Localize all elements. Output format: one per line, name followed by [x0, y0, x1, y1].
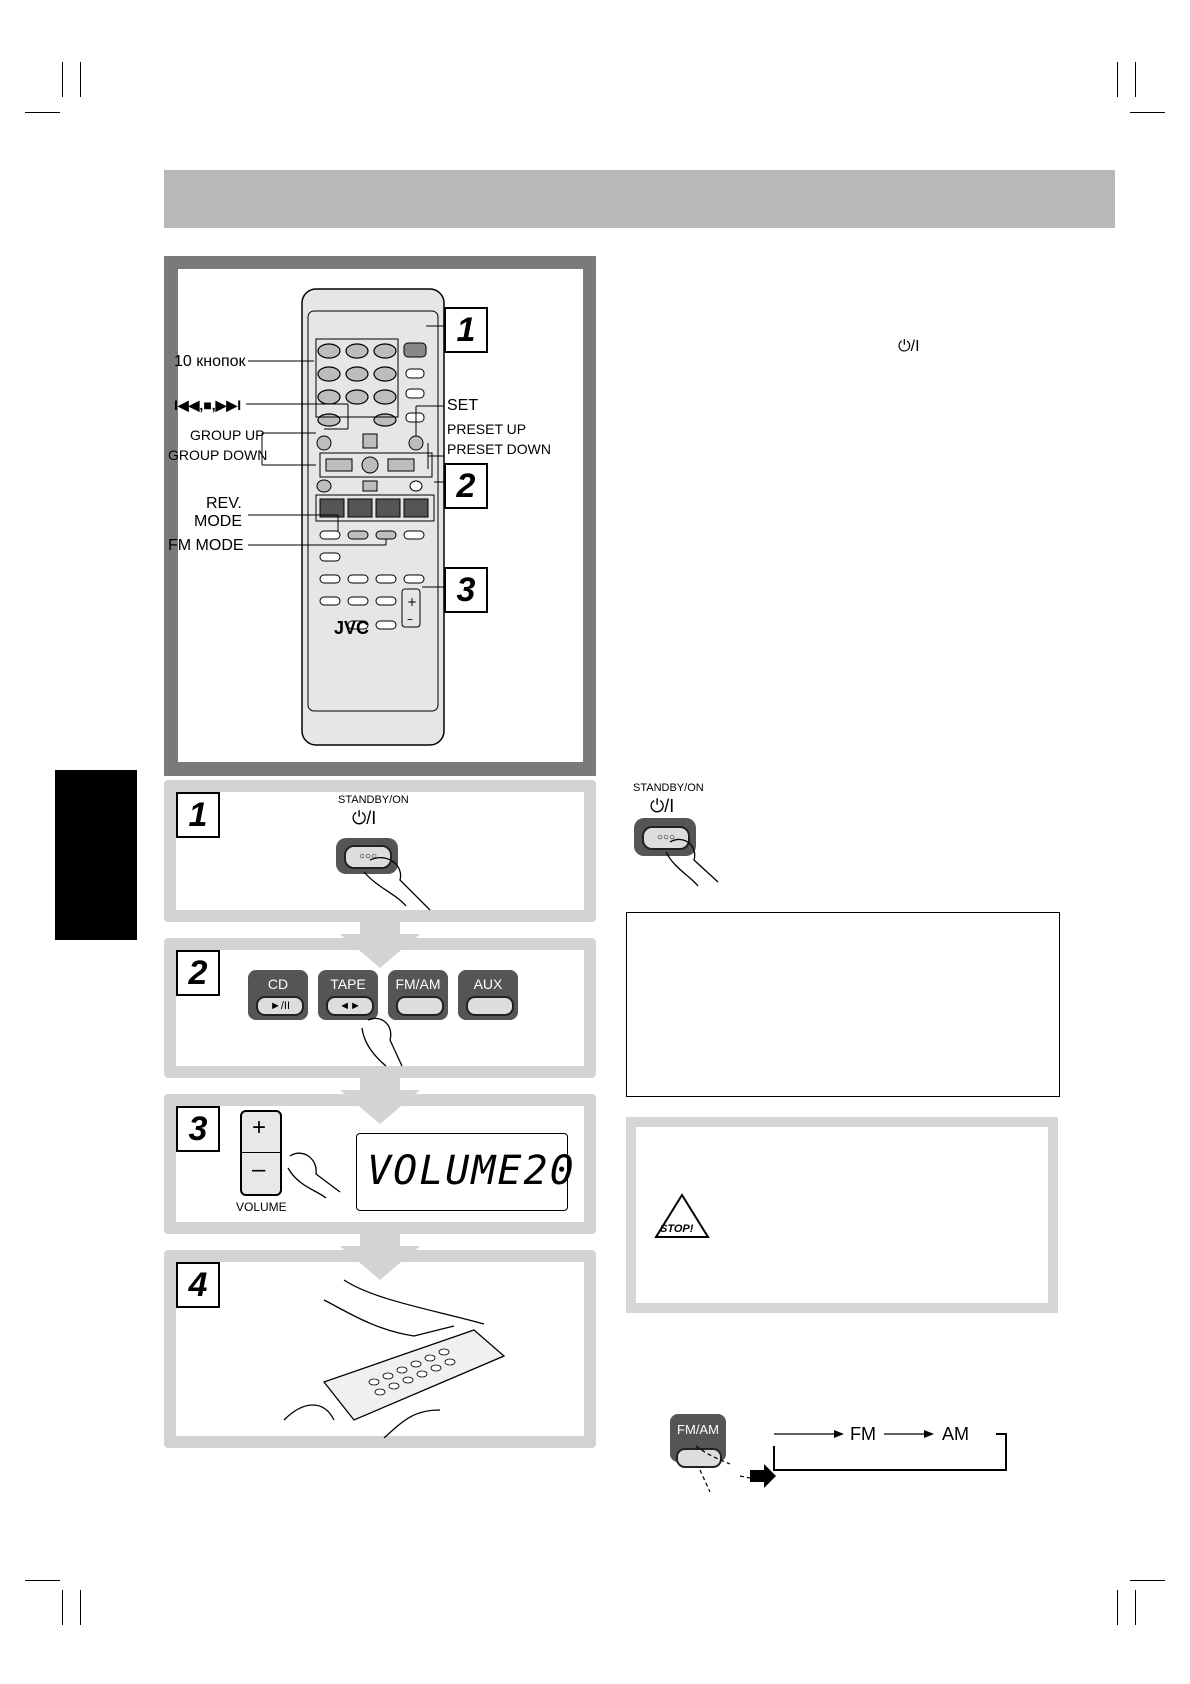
hands-holding-remote-illustration [283, 1279, 506, 1438]
step-number: 1 [176, 792, 220, 838]
volume-control[interactable]: + – [240, 1110, 282, 1196]
step-4-panel: 4 [164, 1250, 596, 1448]
step-1-panel: 1 STANDBY/ON ⏻/I ○○○ [164, 780, 596, 922]
volume-plus[interactable]: + [252, 1114, 267, 1141]
power-symbol: ⏻/I [352, 808, 377, 828]
fm-am-button[interactable]: FM/AM [388, 970, 448, 1020]
info-box [626, 912, 1060, 1097]
label-fm-mode: FM MODE [168, 537, 244, 554]
standby-button[interactable]: ○○○ [336, 838, 398, 874]
band-am: AM [942, 1424, 969, 1444]
crop-mark [62, 62, 63, 97]
svg-text:–: – [407, 612, 413, 626]
svg-text:+: + [407, 595, 417, 609]
crop-mark [80, 1590, 81, 1625]
stop-warning-icon [654, 1193, 710, 1238]
standby-label: STANDBY/ON [633, 782, 704, 794]
callout-1: 1 [444, 307, 488, 353]
volume-label: VOLUME [236, 1200, 287, 1214]
cd-button[interactable]: CD►/II [248, 970, 308, 1020]
label-mode: MODE [194, 513, 242, 530]
crop-mark [80, 62, 81, 97]
label-preset-up: PRESET UP [447, 421, 527, 437]
band-fm: FM [850, 1424, 876, 1444]
label-group-up: GROUP UP [190, 427, 265, 443]
label-set: SET [447, 397, 479, 414]
finger-press-icon [695, 1445, 776, 1493]
crop-mark [25, 112, 60, 113]
crop-mark [1130, 112, 1165, 113]
volume-minus[interactable]: – [252, 1156, 266, 1183]
crop-mark [25, 1580, 60, 1581]
arrow-down-icon [340, 1076, 420, 1124]
label-preset-down: PRESET DOWN [447, 441, 551, 457]
crop-mark [1135, 1590, 1136, 1625]
arrow-down-icon [340, 1232, 420, 1280]
aux-button[interactable]: AUX [458, 970, 518, 1020]
crop-mark [62, 1590, 63, 1625]
step-number: 2 [176, 950, 220, 996]
finger-icon [361, 1017, 403, 1067]
label-transport: I◀◀,■,▶▶I [174, 397, 242, 413]
stop-icon-label: STOP! [660, 1223, 694, 1235]
header-bar [164, 170, 1115, 228]
standby-label: STANDBY/ON [338, 794, 409, 806]
crop-mark [1135, 62, 1136, 97]
warning-box-inner: STOP! [636, 1127, 1048, 1303]
crop-mark [1130, 1580, 1165, 1581]
crop-mark [1117, 1590, 1118, 1625]
lcd-display: VOLUME20 [356, 1133, 574, 1211]
step-number: 4 [176, 1262, 220, 1308]
callout-3: 3 [444, 567, 488, 613]
lcd-text: VOLUME20 [367, 1148, 576, 1194]
power-symbol-inline: ⏻/I [898, 338, 920, 355]
side-tab [55, 770, 137, 940]
label-ten-keys: 10 кнопок [174, 353, 246, 370]
callout-2: 2 [444, 463, 488, 509]
finger-icon [665, 838, 719, 887]
tape-button[interactable]: TAPE◄► [318, 970, 378, 1020]
label-group-down: GROUP DOWN [168, 447, 268, 463]
step-number: 3 [176, 1106, 220, 1152]
brand-logo: JVC [334, 618, 369, 638]
power-symbol: ⏻/I [650, 796, 675, 816]
label-rev: REV. [206, 495, 242, 512]
finger-icon [287, 1152, 341, 1199]
remote-diagram: + – JVC 10 кнопок I◀◀,■,▶▶I SET GROUP UP… [168, 269, 583, 762]
fm-am-button[interactable]: FM/AM [670, 1414, 726, 1468]
standby-button[interactable]: ○○○ [634, 818, 696, 856]
arrow-down-icon [340, 920, 420, 968]
crop-mark [1117, 62, 1118, 97]
band-cycle-diagram [773, 1430, 1007, 1471]
remote-illustration: + – JVC [246, 288, 445, 746]
finger-icon [363, 857, 431, 911]
